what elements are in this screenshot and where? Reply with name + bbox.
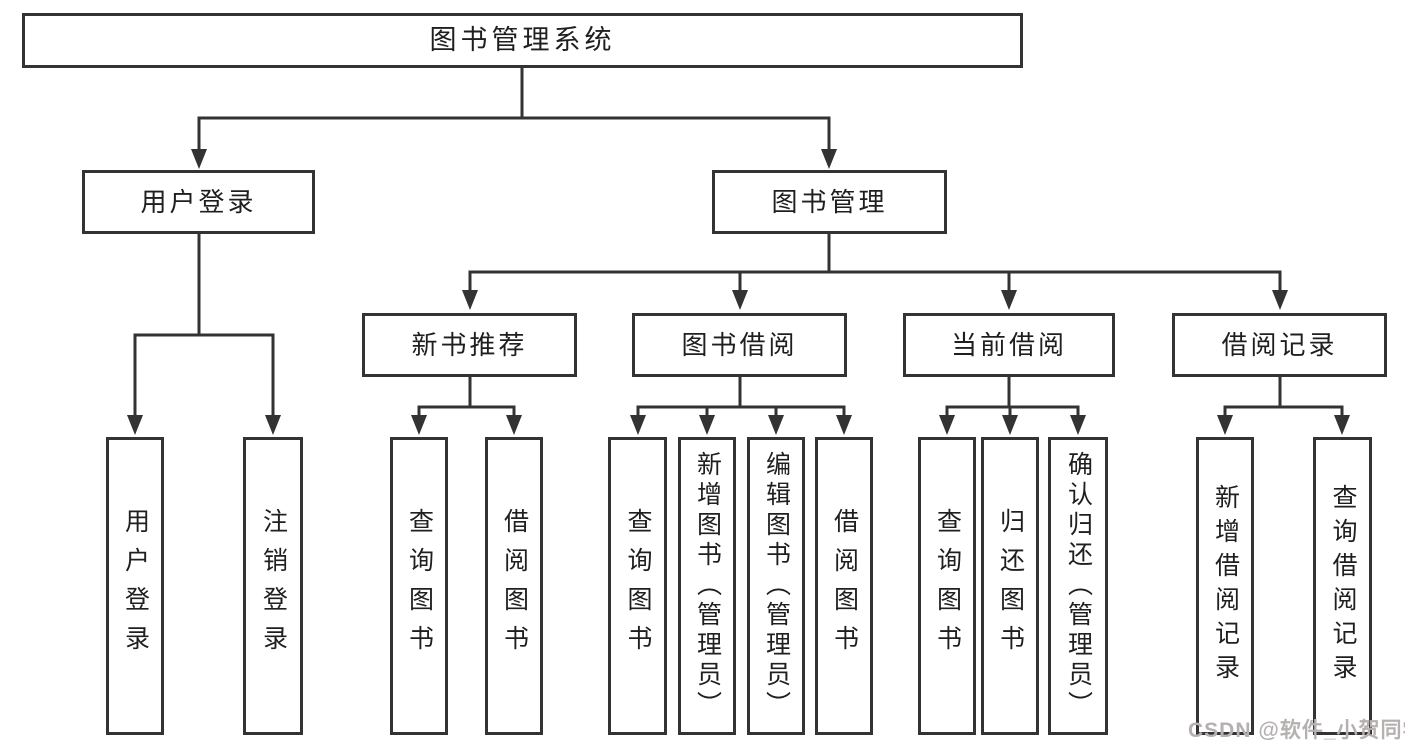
node-borrowing-records: 借阅记录	[1172, 313, 1387, 377]
node-borrowing-records-label: 借阅记录	[1221, 330, 1338, 360]
leaf-user-login: 用户登录	[106, 437, 164, 735]
leaf-borrow-edit-books-admin-label: 编辑图书（管理员）	[762, 451, 791, 721]
leaf-borrow-query-books-label: 查询图书	[624, 508, 652, 664]
leaf-logout: 注销登录	[243, 437, 303, 735]
leaf-current-return-books-label: 归还图书	[996, 508, 1025, 664]
node-book-management-label: 图书管理	[771, 187, 888, 217]
leaf-newbook-borrow-books: 借阅图书	[485, 437, 543, 735]
leaf-records-add-record-label: 新增借阅记录	[1211, 484, 1240, 688]
leaf-newbook-query-books-label: 查询图书	[405, 508, 434, 664]
leaf-records-add-record: 新增借阅记录	[1196, 437, 1254, 735]
leaf-logout-label: 注销登录	[259, 508, 288, 664]
leaf-current-confirm-return-admin-label: 确认归还（管理员）	[1064, 451, 1093, 721]
leaf-borrow-add-books-admin: 新增图书（管理员）	[678, 437, 736, 735]
node-library-system-label: 图书管理系统	[429, 25, 616, 55]
node-user-login-label: 用户登录	[140, 187, 257, 217]
leaf-borrow-edit-books-admin: 编辑图书（管理员）	[747, 437, 805, 735]
node-book-borrowing: 图书借阅	[632, 313, 847, 377]
leaf-records-query-record: 查询借阅记录	[1313, 437, 1372, 735]
node-current-borrowing: 当前借阅	[903, 313, 1115, 377]
node-library-system: 图书管理系统	[22, 13, 1023, 68]
leaf-user-login-label: 用户登录	[121, 508, 150, 664]
node-user-login: 用户登录	[82, 170, 315, 234]
leaf-records-query-record-label: 查询借阅记录	[1329, 484, 1357, 688]
node-new-book-recommend-label: 新书推荐	[411, 330, 528, 360]
leaf-newbook-query-books: 查询图书	[390, 437, 448, 735]
leaf-newbook-borrow-books-label: 借阅图书	[500, 508, 529, 664]
node-new-book-recommend: 新书推荐	[362, 313, 577, 377]
leaf-borrow-add-books-admin-label: 新增图书（管理员）	[693, 451, 722, 721]
node-book-borrowing-label: 图书借阅	[681, 330, 798, 360]
leaf-borrow-borrow-books: 借阅图书	[815, 437, 873, 735]
leaf-current-return-books: 归还图书	[981, 437, 1039, 735]
node-current-borrowing-label: 当前借阅	[950, 330, 1067, 360]
node-book-management: 图书管理	[712, 170, 947, 234]
leaf-current-query-books-label: 查询图书	[933, 508, 962, 664]
leaf-current-confirm-return-admin: 确认归还（管理员）	[1048, 437, 1108, 735]
csdn-watermark: CSDN @软件_小贺同学	[1188, 719, 1405, 742]
leaf-borrow-query-books: 查询图书	[608, 437, 667, 735]
leaf-current-query-books: 查询图书	[918, 437, 976, 735]
leaf-borrow-borrow-books-label: 借阅图书	[830, 508, 859, 664]
